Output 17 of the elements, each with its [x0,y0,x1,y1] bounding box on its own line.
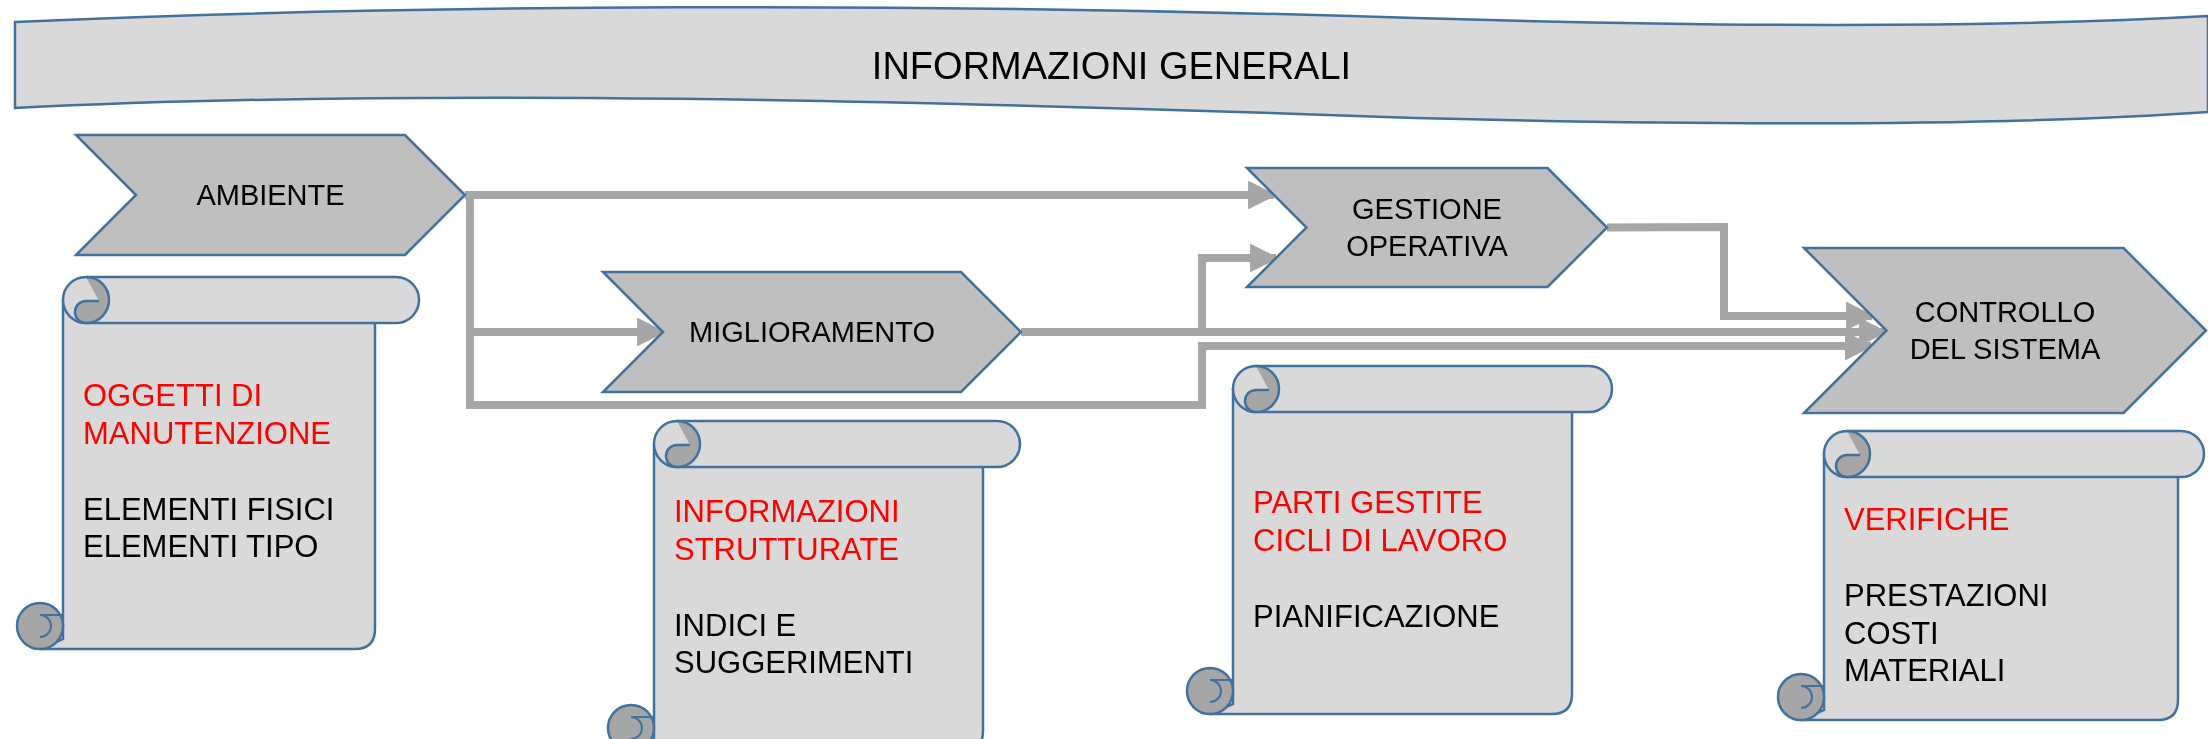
arrow [1606,223,1875,331]
item-text: COSTI [1844,614,1940,653]
section-heading: VERIFICHE [1844,501,2011,539]
item-text: MATERIALI [1844,652,2007,691]
step-label: GESTIONE OPERATIVA [1345,192,1509,264]
item-text: PRESTAZIONI [1844,576,2050,615]
section-heading: INFORMAZIONI STRUTTURATE [674,493,901,569]
step-label: CONTROLLO DEL SISTEMA [1908,295,2102,367]
step-label: AMBIENTE [196,177,345,213]
section-heading: PARTI GESTITE CICLI DI LAVORO [1253,484,1509,560]
section-heading: OGGETTI DI MANUTENZIONE [83,377,332,453]
item-text: PIANIFICAZIONE [1253,597,1501,636]
item-text: INDICI E SUGGERIMENTI [674,606,915,683]
item-text: ELEMENTI FISICI [83,490,336,529]
item-text: ELEMENTI TIPO [83,528,320,567]
step-label: MIGLIORAMENTO [689,314,935,350]
banner-title: INFORMAZIONI GENERALI [871,44,1352,88]
